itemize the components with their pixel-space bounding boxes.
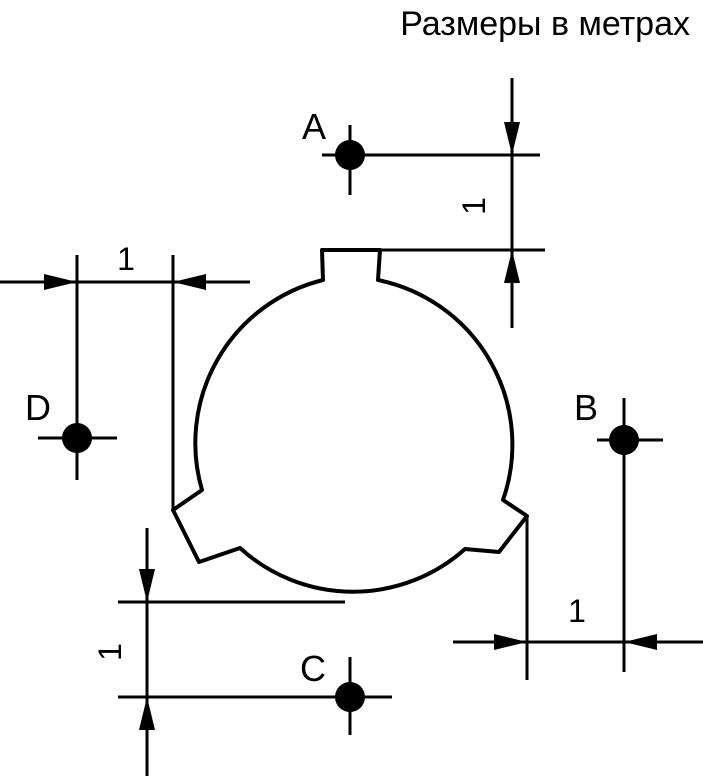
arrow-down-icon (504, 122, 520, 155)
point-label-d: D (25, 387, 51, 428)
point-label-a: A (302, 106, 326, 147)
point-a: A (302, 106, 365, 195)
arrow-left-icon (624, 634, 657, 650)
title: Размеры в метрах (400, 5, 690, 43)
point-label-b: B (574, 387, 598, 428)
arrow-right-icon (44, 274, 77, 290)
point-label-c: C (300, 648, 326, 689)
dimension-bottom-left: 1 (92, 528, 392, 776)
point-d: D (25, 387, 117, 453)
dimension-label-top-left: 1 (117, 241, 135, 277)
dimension-top-right: 1 (322, 78, 545, 328)
point-b: B (574, 387, 663, 455)
dimension-label-top-right: 1 (456, 197, 492, 215)
arrow-up-icon (139, 697, 155, 730)
arrow-down-icon (139, 569, 155, 602)
disk-outline (171, 248, 529, 594)
arrow-right-icon (494, 634, 527, 650)
arrow-up-icon (504, 250, 520, 283)
dimension-label-bottom-left: 1 (92, 643, 128, 661)
arrow-left-icon (173, 274, 206, 290)
dimension-label-bottom-right: 1 (568, 593, 586, 629)
dimension-bottom-right: 1 (453, 398, 703, 680)
point-c: C (300, 648, 365, 735)
